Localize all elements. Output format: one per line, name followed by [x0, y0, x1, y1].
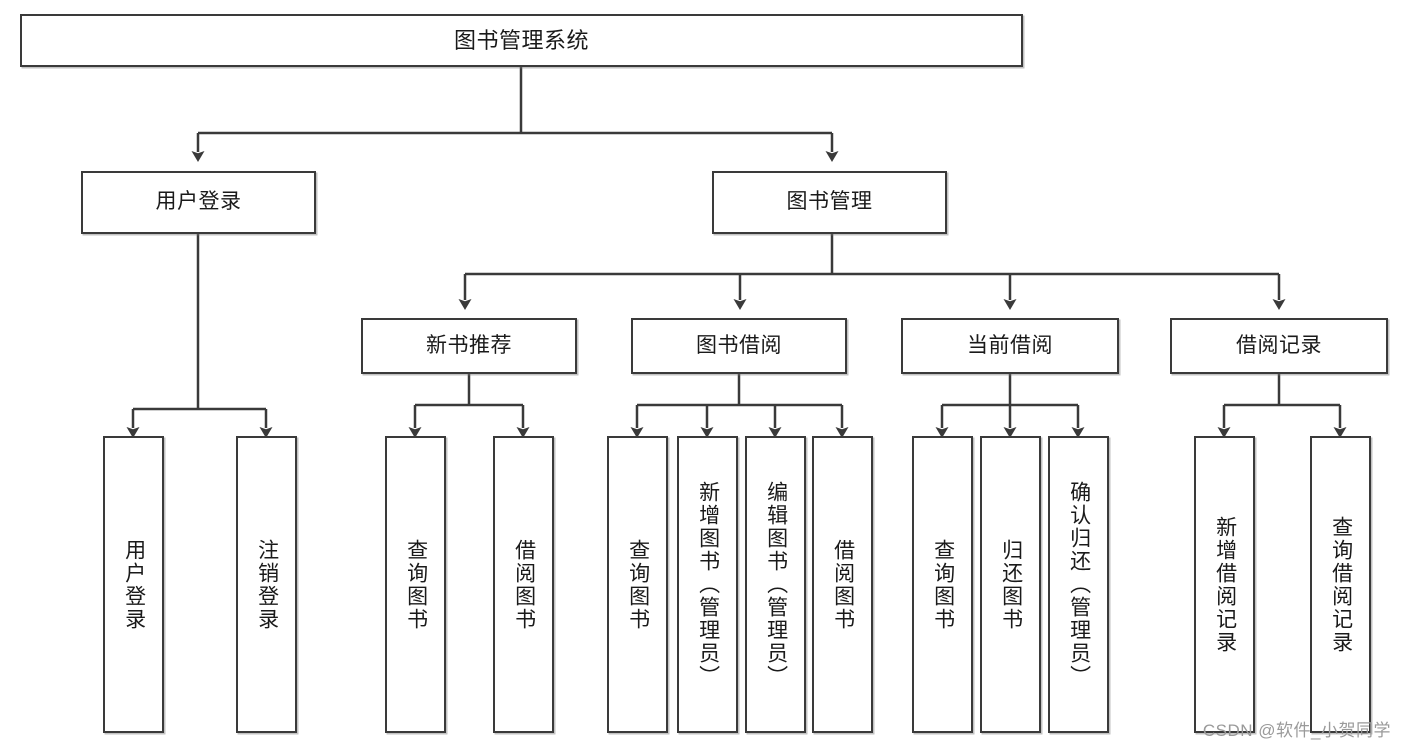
leaf-add-book-admin[interactable]: 新增图书（管理员）: [677, 436, 738, 733]
node-label: 新增借阅记录: [1213, 515, 1237, 654]
leaf-query-book-borrow[interactable]: 查询图书: [607, 436, 668, 733]
leaf-query-book-new-rec[interactable]: 查询图书: [385, 436, 446, 733]
leaf-edit-book-admin[interactable]: 编辑图书（管理员）: [745, 436, 806, 733]
node-label: 查询借阅记录: [1329, 515, 1353, 654]
node-label: 查询图书: [404, 538, 428, 631]
leaf-query-book-current[interactable]: 查询图书: [912, 436, 973, 733]
node-label: 新增图书（管理员）: [696, 481, 720, 688]
node-borrow-record[interactable]: 借阅记录: [1170, 318, 1388, 374]
node-user-login[interactable]: 用户登录: [81, 171, 316, 234]
leaf-add-borrow-record[interactable]: 新增借阅记录: [1194, 436, 1255, 733]
node-label: 查询图书: [626, 538, 650, 631]
node-label: 查询图书: [931, 538, 955, 631]
node-label: 用户登录: [122, 538, 146, 631]
node-label: 当前借阅: [967, 333, 1053, 357]
node-label: 借阅图书: [512, 538, 536, 631]
node-current-borrow[interactable]: 当前借阅: [901, 318, 1119, 374]
node-label: 确认归还（管理员）: [1067, 481, 1091, 688]
leaf-borrow-book[interactable]: 借阅图书: [812, 436, 873, 733]
node-book-borrow[interactable]: 图书借阅: [631, 318, 847, 374]
node-label: 图书管理系统: [453, 27, 589, 53]
node-label: 新书推荐: [426, 333, 512, 357]
node-label: 借阅图书: [831, 538, 855, 631]
node-book-manage[interactable]: 图书管理: [712, 171, 947, 234]
leaf-query-borrow-record[interactable]: 查询借阅记录: [1310, 436, 1371, 733]
node-label: 归还图书: [999, 538, 1023, 631]
node-new-book-recommendation[interactable]: 新书推荐: [361, 318, 577, 374]
node-label: 编辑图书（管理员）: [764, 481, 788, 688]
node-label: 图书管理: [786, 190, 873, 214]
leaf-return-book[interactable]: 归还图书: [980, 436, 1041, 733]
csdn-watermark: CSDN @软件_小贺同学: [1202, 721, 1391, 740]
leaf-borrow-book-new-rec[interactable]: 借阅图书: [493, 436, 554, 733]
leaf-confirm-return-admin[interactable]: 确认归还（管理员）: [1048, 436, 1109, 733]
node-root-book-management-system[interactable]: 图书管理系统: [20, 14, 1023, 67]
leaf-user-login[interactable]: 用户登录: [103, 436, 164, 733]
node-label: 图书借阅: [696, 333, 782, 357]
node-label: 注销登录: [255, 538, 279, 631]
node-label: 借阅记录: [1236, 333, 1322, 357]
node-label: 用户登录: [155, 190, 242, 214]
leaf-logout[interactable]: 注销登录: [236, 436, 297, 733]
